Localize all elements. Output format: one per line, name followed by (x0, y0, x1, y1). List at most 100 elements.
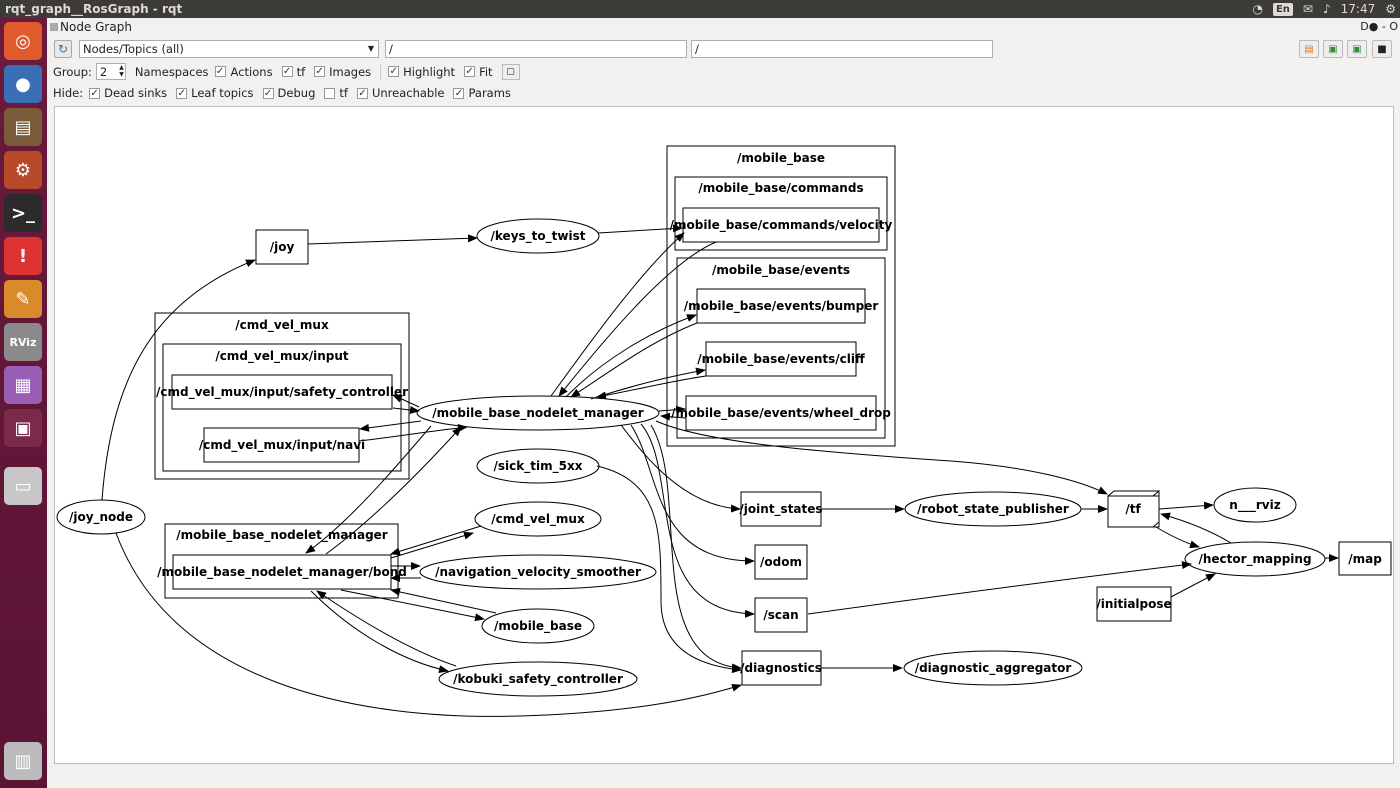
highlight-label: Highlight (403, 64, 456, 79)
hide-tf-checkbox[interactable]: tf (324, 86, 348, 100)
namespaces-check[interactable]: ✓ (214, 66, 226, 77)
node-joy-node[interactable] (56, 499, 146, 535)
debug-check[interactable]: ✓ (262, 87, 274, 99)
images-checkbox[interactable]: ✓Images (314, 65, 371, 79)
topic-wheel-drop[interactable] (685, 395, 877, 431)
refresh-icon: ↻ (57, 42, 69, 56)
graph-mode-select[interactable]: Nodes/Topics (all) ▼ (79, 40, 379, 58)
unreachable-check[interactable]: ✓ (356, 87, 368, 99)
clock[interactable]: 17:47 (1340, 2, 1376, 16)
hide-tf-check[interactable] (324, 87, 336, 99)
graph-mode-value: Nodes/Topics (all) (83, 42, 184, 56)
settings-icon[interactable]: ⚙ (4, 151, 42, 189)
drive-icon[interactable]: ▭ (4, 467, 42, 505)
fit-check[interactable]: ✓ (464, 66, 476, 77)
ros-graph[interactable]: /mobile_base /mobile_base/commands /mobi… (55, 107, 1395, 765)
images-label: Images (329, 64, 372, 79)
node-filter-input[interactable]: / (385, 40, 687, 58)
leaf-topics-check[interactable]: ✓ (176, 87, 188, 99)
rqt-window: Node Graph D● - O ↻ Nodes/Topics (all) ▼… (47, 18, 1400, 788)
fit-in-view-button[interactable]: ▢ (501, 63, 520, 80)
cluster-label-events: /mobile_base/events (712, 263, 850, 278)
cluster-mobile-base-commands (674, 176, 888, 251)
save-svg-button[interactable]: ▣ (1347, 40, 1367, 58)
topic-cliff[interactable] (705, 341, 857, 377)
group-spinbox[interactable]: 2 ▲▼ (95, 63, 126, 80)
files-icon[interactable]: ▤ (4, 108, 42, 146)
label-hector: /hector_mapping (1198, 552, 1311, 567)
hide-row: Hide: ✓Dead sinks ✓Leaf topics ✓Debug tf… (53, 86, 520, 100)
cluster-nodelet-manager (164, 523, 399, 599)
folder-open-icon: ▤ (1304, 43, 1314, 55)
unreachable-checkbox[interactable]: ✓Unreachable (356, 86, 444, 100)
label-cmd-vel-mux: /cmd_vel_mux (491, 512, 585, 527)
spin-arrows-icon[interactable]: ▲▼ (119, 64, 124, 78)
dead-sinks-checkbox[interactable]: ✓Dead sinks (89, 86, 167, 100)
options-row: Group: 2 ▲▼ Namespaces✓ Actions ✓tf ✓Ima… (53, 63, 529, 80)
label-odom: /odom (760, 555, 802, 569)
node-kobuki[interactable] (438, 661, 638, 697)
tf-checkbox[interactable]: ✓tf (281, 65, 305, 79)
refresh-graph-button[interactable]: ↻ (54, 40, 72, 58)
mail-icon[interactable]: ✉ (1302, 2, 1313, 16)
highlight-check[interactable]: ✓ (388, 66, 400, 77)
hide-tf-label: tf (339, 86, 348, 100)
save-image-button[interactable]: ■ (1372, 40, 1392, 58)
gear-icon[interactable]: ⚙ (1385, 2, 1396, 16)
topic-safety-controller[interactable] (171, 374, 393, 410)
wifi-icon[interactable]: ◔ (1252, 2, 1263, 16)
keyboard-layout-indicator[interactable]: En (1272, 2, 1293, 16)
node-nav-smoother[interactable] (419, 554, 657, 590)
label-joy-node: /joy_node (69, 510, 133, 525)
plugin-window-buttons[interactable]: D● - O (1360, 20, 1398, 33)
load-dot-button[interactable]: ▤ (1299, 40, 1319, 58)
fit-checkbox[interactable]: ✓Fit (464, 65, 493, 79)
workspace-icon[interactable]: ▣ (4, 409, 42, 447)
dead-sinks-check[interactable]: ✓ (89, 87, 101, 99)
params-checkbox[interactable]: ✓Params (453, 86, 511, 100)
label-joint-states: /joint_states (739, 502, 822, 517)
rviz-icon[interactable]: RViz (4, 323, 42, 361)
actions-checkbox[interactable]: Actions (231, 65, 273, 79)
namespaces-checkbox[interactable]: Namespaces✓ (135, 65, 230, 79)
topic-initialpose[interactable] (1096, 586, 1172, 622)
rqt-icon[interactable]: ▦ (4, 366, 42, 404)
trash-icon[interactable]: ▥ (4, 742, 42, 780)
node-mobile-base[interactable] (481, 608, 595, 644)
tf-check[interactable]: ✓ (281, 66, 293, 77)
label-joy: /joy (270, 240, 295, 254)
debug-label: Debug (277, 86, 316, 100)
topic-joy[interactable] (255, 229, 309, 265)
volume-icon[interactable]: ♪ (1322, 2, 1331, 16)
terminal-icon[interactable]: >_ (4, 194, 42, 232)
chromium-icon[interactable]: ● (4, 65, 42, 103)
topic-velocity[interactable] (682, 207, 880, 243)
leaf-topics-label: Leaf topics (191, 86, 254, 100)
highlight-checkbox[interactable]: ✓Highlight (388, 65, 455, 79)
topic-scan[interactable] (754, 597, 808, 633)
debug-checkbox[interactable]: ✓Debug (262, 86, 316, 100)
images-check[interactable]: ✓ (314, 66, 326, 77)
text-editor-icon[interactable]: ✎ (4, 280, 42, 318)
save-dot-button[interactable]: ▣ (1323, 40, 1343, 58)
graph-edges (101, 224, 1339, 717)
node-cmd-vel-mux[interactable] (474, 501, 602, 537)
node-hector[interactable] (1184, 541, 1326, 577)
leaf-topics-checkbox[interactable]: ✓Leaf topics (176, 86, 254, 100)
graph-canvas[interactable]: /mobile_base /mobile_base/commands /mobi… (54, 106, 1394, 764)
label-map: /map (1348, 552, 1382, 566)
label-nodelet-manager: /mobile_base_nodelet_manager (432, 406, 644, 421)
label-navi: /cmd_vel_mux/input/navi (199, 438, 365, 453)
topic-map[interactable] (1338, 541, 1392, 576)
params-check[interactable]: ✓ (453, 87, 465, 99)
ubuntu-dash-icon[interactable]: ◎ (4, 22, 42, 60)
topic-filter-input[interactable]: / (691, 40, 993, 58)
topic-navi[interactable] (203, 427, 360, 463)
cluster-label-cmd-vel-mux: /cmd_vel_mux (235, 318, 329, 333)
topic-odom[interactable] (754, 544, 808, 580)
node-diag-agg[interactable] (903, 650, 1083, 686)
topic-bond[interactable] (172, 554, 392, 590)
node-rviz[interactable] (1213, 487, 1297, 523)
error-report-icon[interactable]: ! (4, 237, 42, 275)
topic-bumper[interactable] (696, 288, 866, 324)
